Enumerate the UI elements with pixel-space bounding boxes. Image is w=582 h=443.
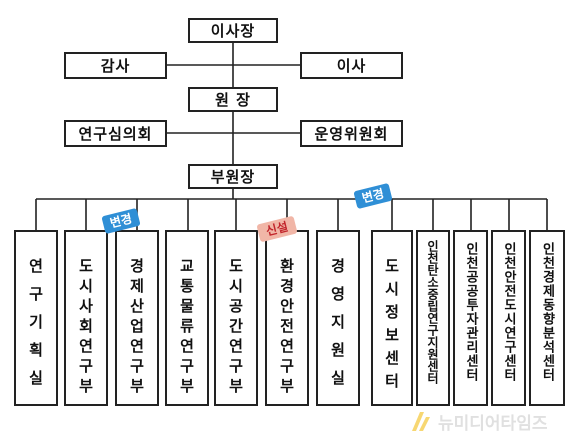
unit-label: 인천경제동향분석센터 — [539, 242, 555, 382]
unit-urban-society-research: 도시사회연구부 — [64, 230, 108, 406]
unit-label: 교통물류연구부 — [177, 258, 196, 398]
unit-transport-logistics-research: 교통물류연구부 — [165, 230, 209, 406]
research-council-box: 연구심의회 — [64, 120, 167, 147]
unit-label: 도시공간연구부 — [226, 258, 245, 398]
unit-carbon-neutral-support-center: 인천탄소중립연구지원센터 — [416, 230, 450, 406]
president-box: 원 장 — [188, 87, 278, 112]
unit-urban-space-research: 도시공간연구부 — [214, 230, 258, 406]
unit-label: 인천탄소중립연구지원센터 — [425, 240, 440, 384]
unit-label: 인천공공투자관리센터 — [463, 242, 478, 382]
unit-label: 경제산업연구부 — [127, 258, 146, 398]
unit-label: 도시사회연구부 — [76, 258, 95, 398]
unit-environment-safety-research: 환경안전연구부 — [265, 230, 309, 406]
director-box: 이사 — [300, 52, 403, 79]
unit-label: 경영지원실 — [328, 258, 347, 398]
unit-label: 연구기획실 — [26, 258, 45, 398]
unit-label: 인천안전도시연구센터 — [501, 242, 516, 382]
watermark-icon — [412, 412, 430, 431]
watermark-logo: 뉴미디어타임즈 — [410, 408, 578, 434]
unit-management-support-office: 경영지원실 — [316, 230, 360, 406]
unit-public-investment-center: 인천공공투자관리센터 — [453, 230, 488, 406]
unit-research-planning-office: 연구기획실 — [14, 230, 58, 406]
operations-committee-box: 운영위원회 — [300, 120, 403, 147]
unit-label: 환경안전연구부 — [277, 258, 296, 398]
unit-economic-trend-center: 인천경제동향분석센터 — [529, 230, 565, 406]
unit-safe-city-research-center: 인천안전도시연구센터 — [491, 230, 526, 406]
vice-president-box: 부원장 — [188, 164, 278, 189]
unit-label: 도시정보센터 — [382, 258, 401, 396]
watermark-text: 뉴미디어타임즈 — [438, 413, 548, 434]
unit-urban-information-center: 도시정보센터 — [371, 230, 413, 406]
unit-economy-industry-research: 경제산업연구부 — [115, 230, 159, 406]
auditor-box: 감사 — [64, 52, 167, 79]
chair-box: 이사장 — [188, 18, 278, 43]
